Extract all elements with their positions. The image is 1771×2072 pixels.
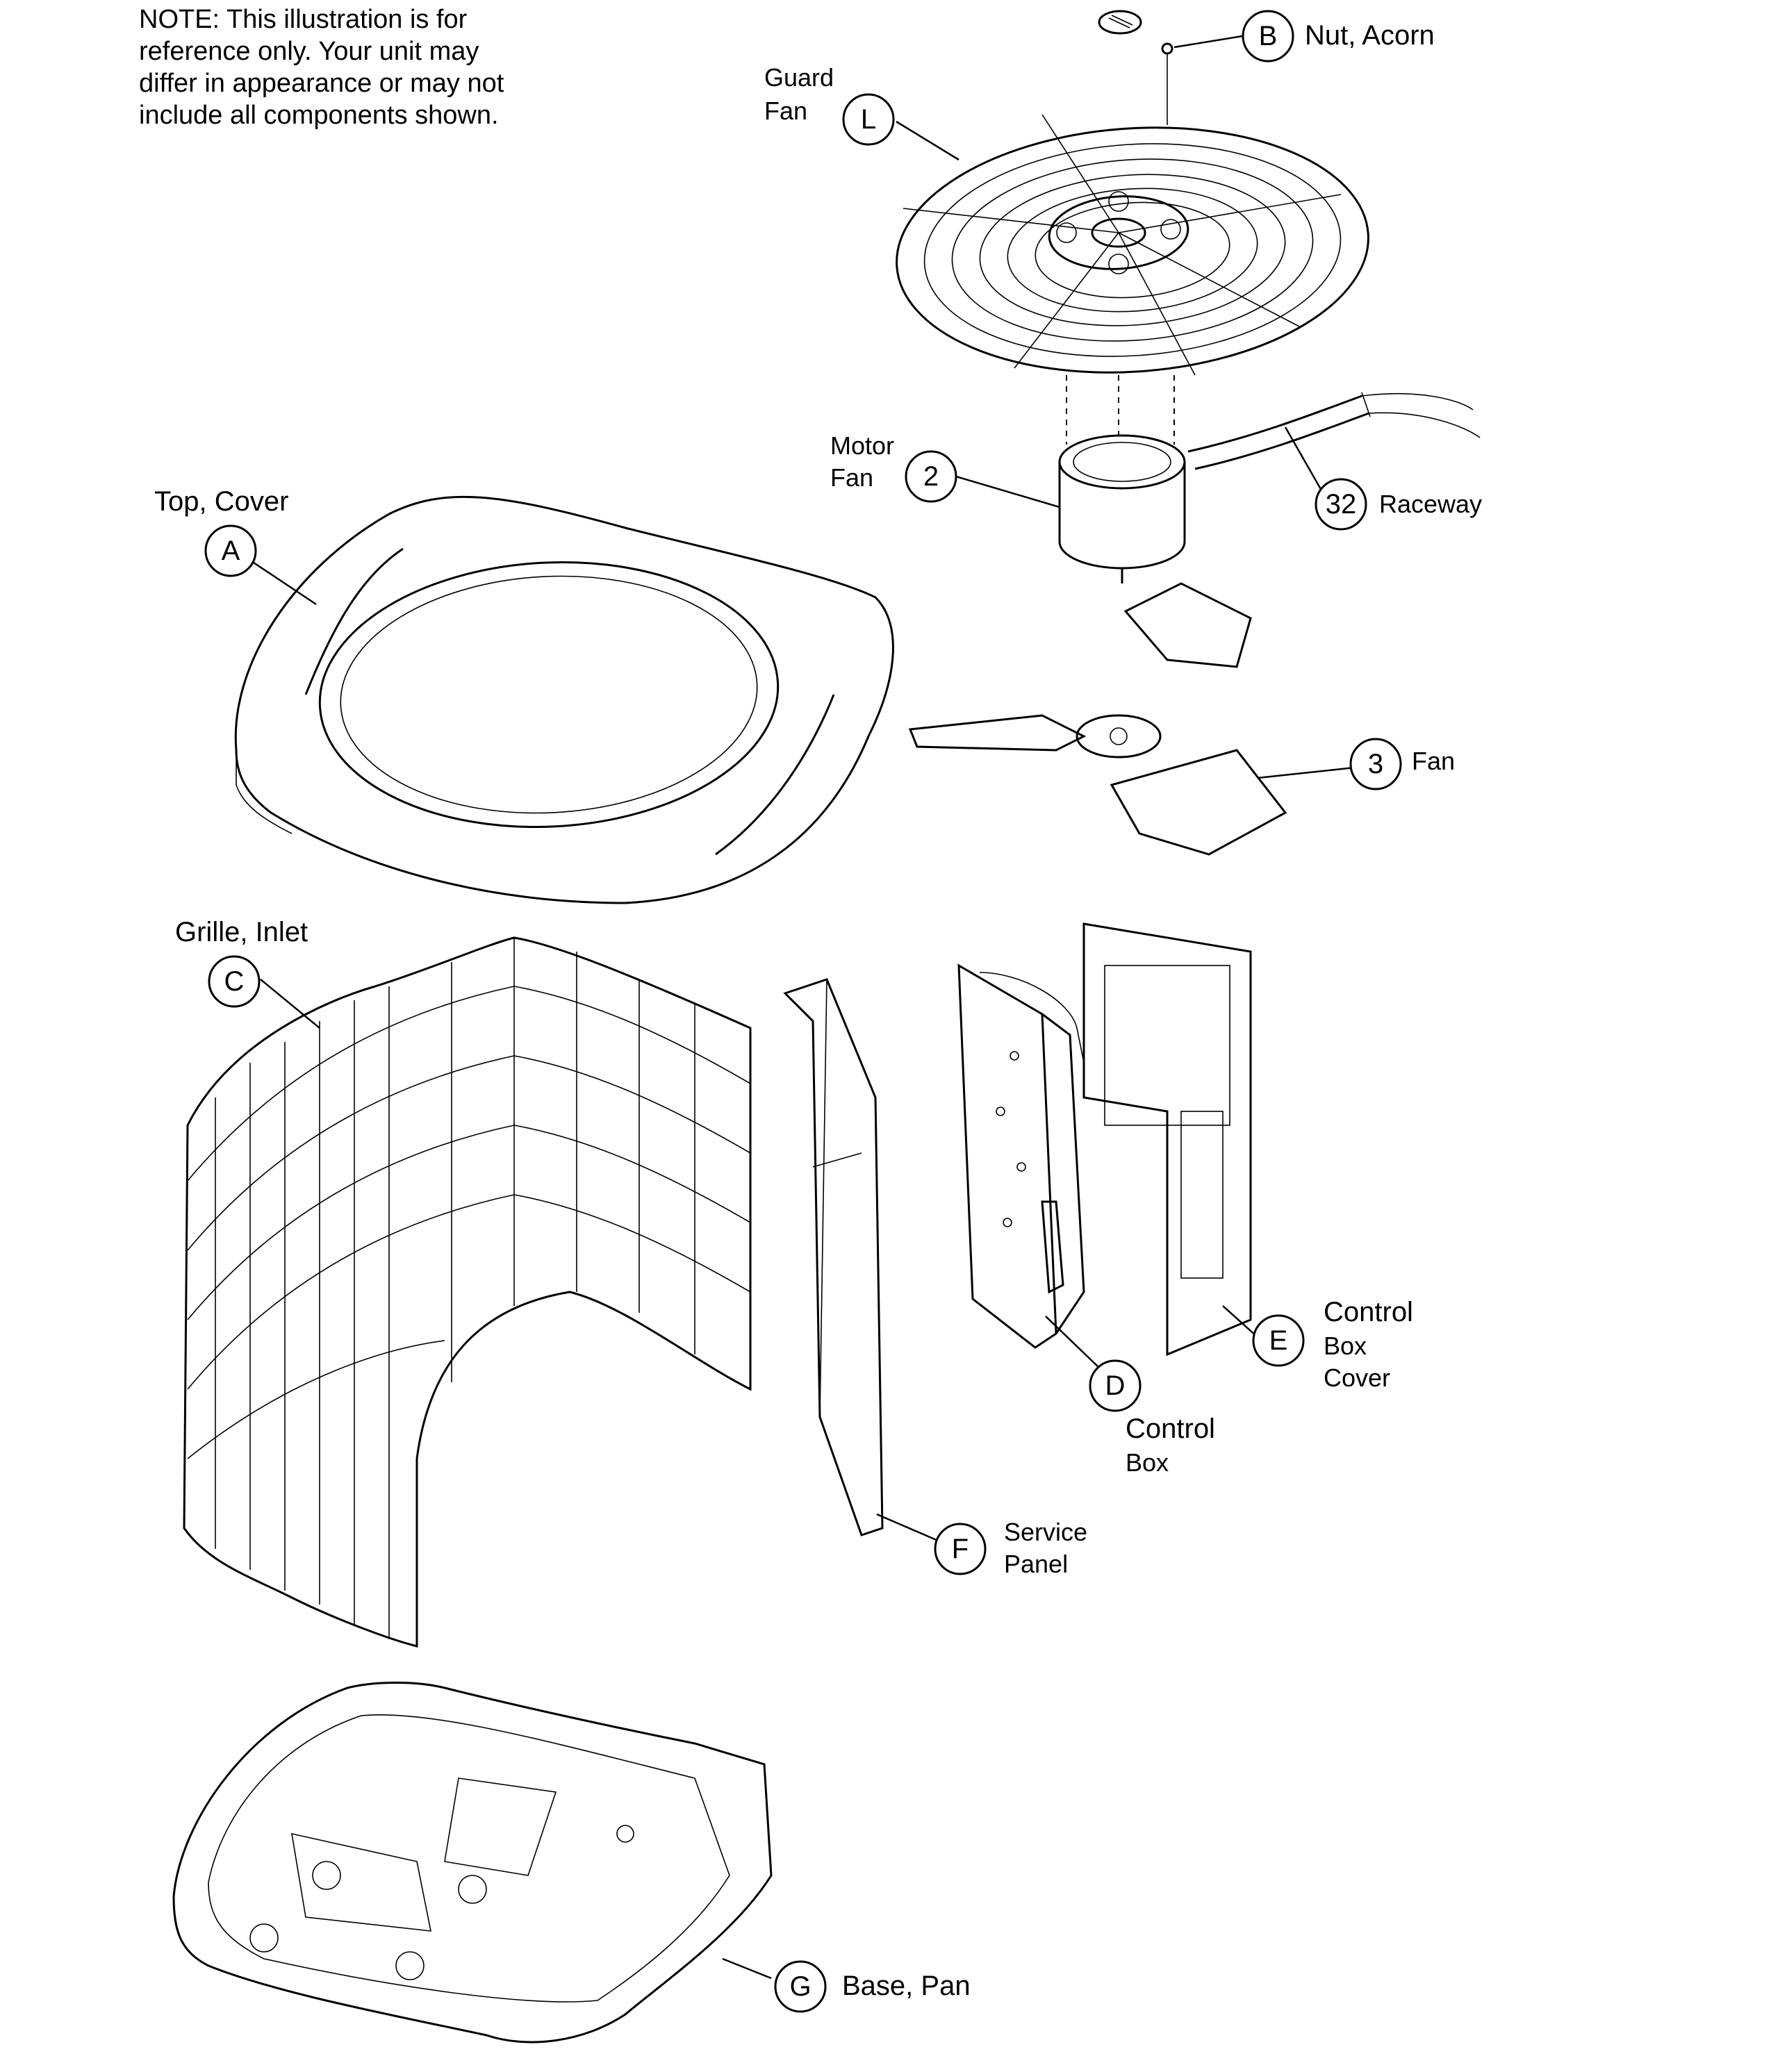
label-control-box: Control xyxy=(1126,1414,1215,1444)
label-grille-inlet: Grille, Inlet xyxy=(175,917,308,947)
callout-number-3: 3 xyxy=(1368,749,1383,779)
callout-bubble-3 xyxy=(1349,738,1402,790)
callout-c: C Grille, Inlet xyxy=(175,917,308,1008)
label-control-box-box: Box xyxy=(1126,1448,1169,1477)
callout-g: G Base, Pan xyxy=(774,1960,971,2013)
callout-a: A Top, Cover xyxy=(154,486,288,577)
note-line-4: include all components shown. xyxy=(139,101,499,130)
note-text: NOTE: This illustration is for reference… xyxy=(139,5,504,130)
washer-drawing xyxy=(1098,10,1142,35)
callout-letter-a: A xyxy=(222,536,240,566)
label-cover: Cover xyxy=(1324,1364,1390,1392)
callout-letter-c: C xyxy=(224,966,245,997)
callout-letter-f: F xyxy=(952,1534,969,1564)
label-guard-fan: Fan xyxy=(764,97,807,125)
raceway-drawing xyxy=(1187,392,1481,470)
callout-number-2: 2 xyxy=(923,461,939,492)
alignment-lines xyxy=(1066,375,1175,445)
callout-bubble-f xyxy=(934,1523,987,1575)
callout-number-32: 32 xyxy=(1326,489,1357,520)
acorn-nut-drawing xyxy=(1161,42,1173,125)
leader-lines xyxy=(253,35,1356,1980)
label-panel: Panel xyxy=(1004,1550,1068,1578)
label-motor: Motor xyxy=(830,431,894,460)
note-line-2: reference only. Your unit may xyxy=(139,37,479,66)
callout-bubble-g xyxy=(774,1960,827,2013)
label-nut-acorn: Nut, Acorn xyxy=(1305,20,1435,51)
callout-bubble-2 xyxy=(905,450,957,503)
service-panel-drawing xyxy=(783,978,884,1536)
label-guard: Guard xyxy=(764,63,834,92)
label-fan: Fan xyxy=(1412,747,1455,775)
control-box-cover-drawing xyxy=(1082,922,1252,1357)
callout-bubble-b xyxy=(1242,10,1294,63)
control-box-drawing xyxy=(957,963,1085,1349)
callout-32: 32 Raceway xyxy=(1315,478,1482,531)
callout-b: B Nut, Acorn xyxy=(1242,10,1435,63)
callout-l: L Guard Fan xyxy=(764,63,895,146)
label-control: Control xyxy=(1324,1297,1413,1327)
callout-bubble-l xyxy=(842,93,895,146)
callout-d: D Control Box xyxy=(1089,1359,1215,1477)
callout-3: 3 Fan xyxy=(1349,738,1455,790)
label-base-pan: Base, Pan xyxy=(842,1971,971,2001)
callout-letter-e: E xyxy=(1269,1325,1288,1356)
fan-blade-drawing xyxy=(908,582,1287,856)
callout-bubble-a xyxy=(204,524,257,577)
inlet-grille-drawing xyxy=(183,936,752,1648)
callout-e: E Control Box Cover xyxy=(1252,1297,1413,1392)
callout-letter-d: D xyxy=(1105,1370,1126,1401)
callout-letter-g: G xyxy=(789,1971,811,2002)
label-top-cover: Top, Cover xyxy=(154,486,288,517)
callout-2: 2 Motor Fan xyxy=(830,431,957,503)
fan-motor-drawing xyxy=(1058,434,1186,583)
callout-bubble-c xyxy=(208,955,261,1008)
label-box: Box xyxy=(1324,1332,1367,1360)
label-raceway: Raceway xyxy=(1379,490,1482,518)
note-line-1: NOTE: This illustration is for xyxy=(139,5,468,34)
callout-letter-l: L xyxy=(861,104,876,135)
note-line-3: differ in appearance or may not xyxy=(139,69,504,98)
top-cover-drawing xyxy=(234,495,894,904)
callout-bubble-e xyxy=(1252,1314,1305,1367)
callout-bubble-d xyxy=(1089,1359,1142,1412)
fan-guard-drawing xyxy=(896,114,1369,376)
label-service: Service xyxy=(1004,1518,1087,1546)
callout-letter-b: B xyxy=(1259,21,1278,51)
label-motor-fan: Fan xyxy=(830,463,873,492)
callout-bubble-32 xyxy=(1315,478,1367,531)
callout-f: F Service Panel xyxy=(934,1518,1087,1578)
base-pan-drawing xyxy=(172,1682,773,2044)
